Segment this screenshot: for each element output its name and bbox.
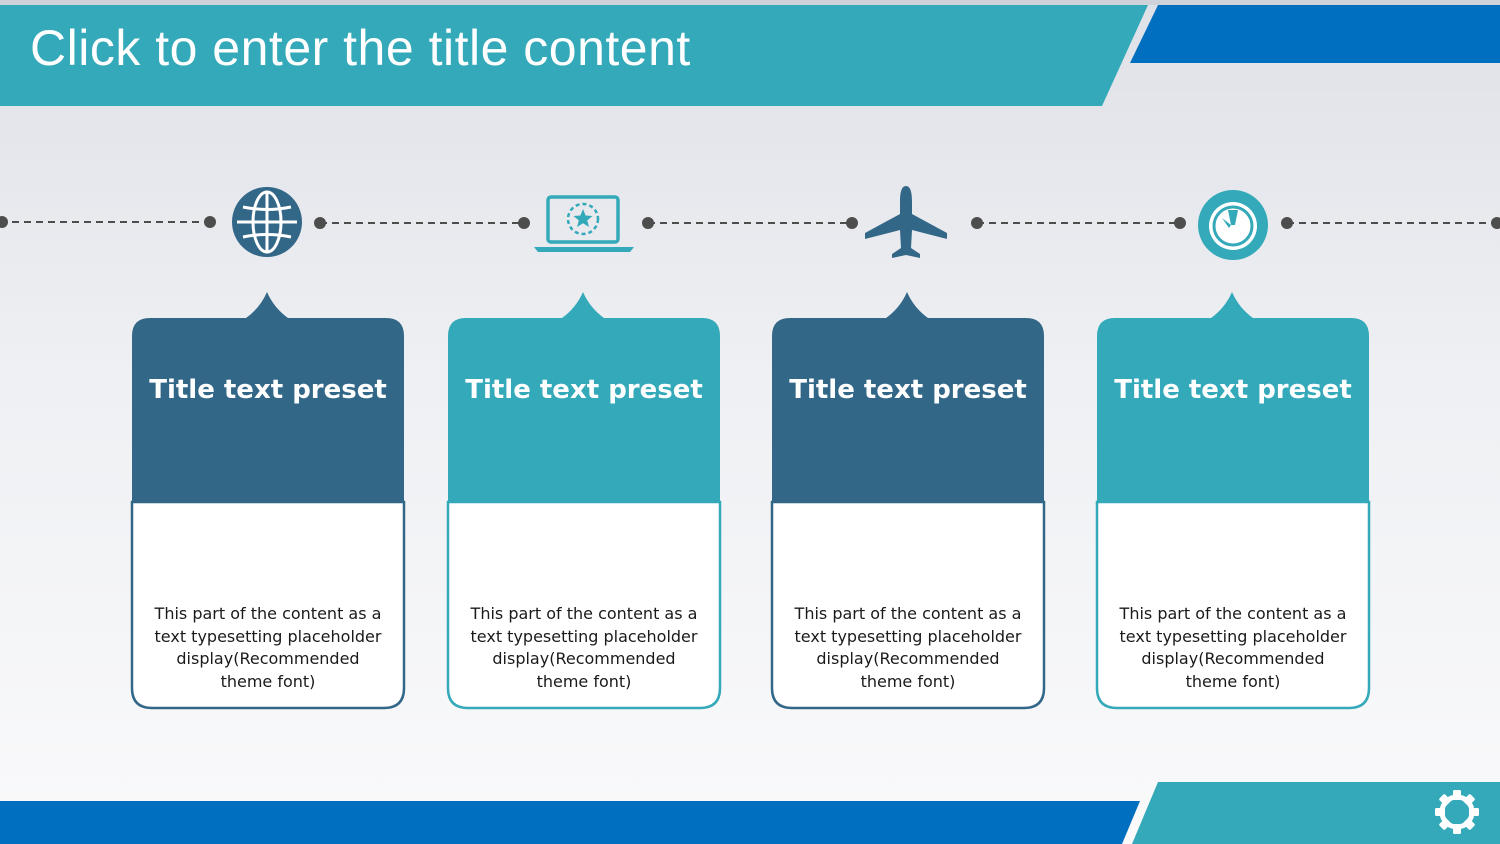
top-right-accent-band <box>1130 5 1500 63</box>
card-title: Title text preset <box>1114 375 1352 405</box>
card-title: Title text preset <box>149 375 387 405</box>
timeline-dot <box>204 216 216 228</box>
gear-icon <box>1435 790 1479 834</box>
title-band: Click to enter the title content <box>0 5 1148 106</box>
timeline-dot <box>642 217 654 229</box>
card-body: This part of the content as a text types… <box>154 604 382 691</box>
clock-icon <box>1198 190 1268 260</box>
timeline-dot <box>518 217 530 229</box>
bottom-left-accent-band <box>0 801 1140 844</box>
card-1[interactable]: Title text preset This part of the conte… <box>130 290 406 710</box>
card-frame <box>446 292 722 710</box>
card-4[interactable]: Title text preset This part of the conte… <box>1095 290 1371 710</box>
card-frame <box>770 292 1046 710</box>
card-2[interactable]: Title text preset This part of the conte… <box>446 290 722 710</box>
card-3[interactable]: Title text preset This part of the conte… <box>770 290 1046 710</box>
timeline-dot <box>314 217 326 229</box>
timeline-dot <box>1174 217 1186 229</box>
timeline-dot <box>1281 217 1293 229</box>
card-body: This part of the content as a text types… <box>470 604 698 691</box>
globe-icon <box>232 187 302 257</box>
slide-title[interactable]: Click to enter the title content <box>30 20 691 76</box>
card-title: Title text preset <box>465 375 703 405</box>
card-frame <box>1095 292 1371 710</box>
timeline-dot <box>0 216 8 228</box>
card-frame <box>130 292 406 710</box>
timeline-dot <box>971 217 983 229</box>
card-body: This part of the content as a text types… <box>1119 604 1347 691</box>
airplane-icon <box>865 186 947 258</box>
timeline-dot <box>1491 217 1500 229</box>
laptop-star-icon <box>534 195 634 252</box>
card-body: This part of the content as a text types… <box>794 604 1022 691</box>
timeline <box>0 186 1500 260</box>
card-title: Title text preset <box>789 375 1027 405</box>
top-strip <box>0 0 1500 5</box>
timeline-dot <box>846 217 858 229</box>
